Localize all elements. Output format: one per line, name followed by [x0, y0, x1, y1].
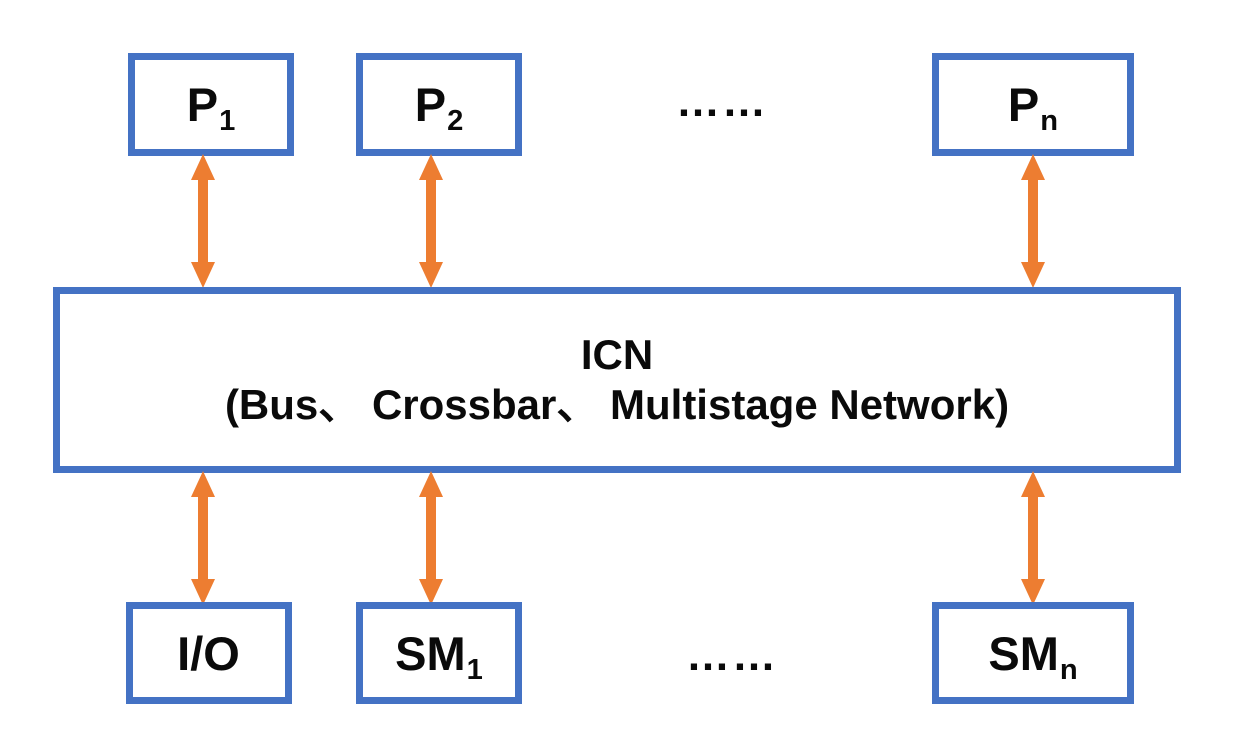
- node-label-pn: Pn: [1007, 78, 1059, 138]
- node-label-p1: P1: [186, 78, 236, 138]
- ellipsis-top: ……: [676, 77, 768, 126]
- connector-arrow-smn: [1020, 471, 1046, 605]
- node-label-io: I/O: [177, 626, 240, 680]
- node-label-sm1: SM1: [395, 626, 483, 686]
- ellipsis-bottom: ……: [686, 631, 778, 680]
- node-box-p1[interactable]: P1: [128, 53, 294, 156]
- connector-arrow-pn: [1020, 154, 1046, 288]
- node-box-pn[interactable]: Pn: [932, 53, 1134, 156]
- connector-arrow-p2: [418, 154, 444, 288]
- node-label-p2: P2: [414, 78, 464, 138]
- node-box-io[interactable]: I/O: [126, 602, 292, 704]
- connector-arrow-sm1: [418, 471, 444, 605]
- connector-arrow-io: [190, 471, 216, 605]
- icn-box[interactable]: ICN (Bus、 Crossbar、 Multistage Network): [53, 287, 1181, 473]
- node-label-smn: SMn: [988, 626, 1078, 686]
- connector-arrow-p1: [190, 154, 216, 288]
- icn-subtitle: (Bus、 Crossbar、 Multistage Network): [224, 381, 1010, 428]
- node-box-smn[interactable]: SMn: [932, 602, 1134, 704]
- node-box-sm1[interactable]: SM1: [356, 602, 522, 704]
- node-box-p2[interactable]: P2: [356, 53, 522, 156]
- icn-title: ICN: [580, 331, 654, 379]
